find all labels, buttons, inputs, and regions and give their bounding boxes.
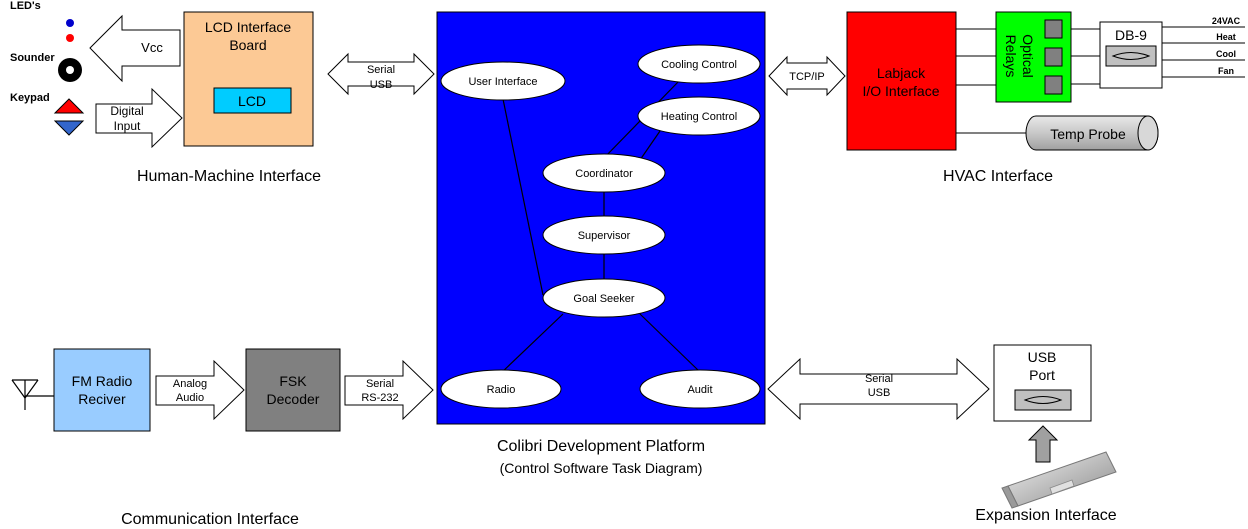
serial-usb-expansion-arrow	[767, 357, 990, 421]
vcc-arrow	[89, 14, 181, 83]
hmi-section-title: Human-Machine Interface	[137, 168, 321, 185]
comm-section-title: Communication Interface	[121, 511, 299, 528]
task-heating-control-label: Heating Control	[661, 111, 737, 123]
task-audit[interactable]: Audit	[639, 369, 761, 409]
hvac-wires	[956, 26, 1245, 134]
lcd-board-line2: Board	[229, 37, 266, 53]
sounder-label: Sounder	[10, 52, 55, 64]
task-cooling-control[interactable]: Cooling Control	[637, 44, 761, 84]
task-heating-control[interactable]: Heating Control	[637, 96, 761, 136]
fsk-line2: Decoder	[267, 391, 320, 407]
labjack-line1: Labjack	[877, 65, 926, 81]
serial-usb-top-line2: USB	[370, 79, 393, 91]
task-goal-seeker[interactable]: Goal Seeker	[542, 278, 666, 318]
relay-2	[1044, 47, 1063, 67]
analog-audio-arrow	[155, 359, 245, 421]
analog-line1: Analog	[173, 378, 207, 390]
lcd-screen	[213, 87, 292, 114]
usb-stick-icon	[1001, 451, 1117, 509]
colibri-platform: User Interface Cooling Control Heating C…	[436, 11, 766, 476]
db9-connector	[1105, 45, 1157, 67]
db9-label: DB-9	[1115, 27, 1147, 43]
leds-label: LED's	[10, 0, 41, 12]
usb-line2: Port	[1029, 367, 1055, 383]
expansion-serial-line1: Serial	[865, 373, 893, 385]
serial-rs232-line2: RS-232	[361, 392, 398, 404]
insert-arrow-icon	[1027, 425, 1059, 463]
fm-radio-box	[53, 348, 151, 432]
expansion-serial-line2: USB	[868, 387, 891, 399]
led-red-icon	[66, 34, 74, 42]
analog-line2: Audio	[176, 392, 204, 404]
labjack-line2: I/O Interface	[862, 83, 939, 99]
lcd-label: LCD	[238, 93, 266, 109]
serial-usb-top-line1: Serial	[367, 64, 395, 76]
wire-label-24vac: 24VAC	[1212, 16, 1241, 26]
task-radio-label: Radio	[487, 384, 516, 396]
relay-1	[1044, 19, 1063, 39]
task-goal-seeker-label: Goal Seeker	[573, 293, 634, 305]
platform-title: Colibri Development Platform	[497, 438, 705, 455]
digital-input-arrow	[95, 87, 183, 149]
digital-input-line2: Input	[114, 119, 141, 133]
fm-line1: FM Radio	[72, 373, 133, 389]
task-supervisor[interactable]: Supervisor	[542, 215, 666, 255]
relay-3	[1044, 75, 1063, 95]
usb-socket	[1014, 389, 1072, 411]
task-user-interface[interactable]: User Interface	[440, 61, 566, 101]
digital-input-line1: Digital	[110, 104, 143, 118]
labjack-box	[846, 11, 957, 151]
keypad-label: Keypad	[10, 92, 50, 104]
expansion-section-title: Expansion Interface	[975, 507, 1117, 524]
task-audit-label: Audit	[687, 384, 712, 396]
hvac-group: Labjack I/O Interface Optical Relays DB-…	[846, 11, 1245, 185]
task-cooling-control-label: Cooling Control	[661, 59, 737, 71]
tcpip-arrow: TCP/IP	[768, 55, 846, 97]
wire-label-cool: Cool	[1216, 49, 1236, 59]
task-radio[interactable]: Radio	[440, 369, 562, 409]
relays-line2: Relays	[1003, 35, 1019, 78]
fsk-decoder-box	[245, 348, 341, 432]
task-coordinator-label: Coordinator	[575, 168, 633, 180]
usb-line1: USB	[1028, 349, 1057, 365]
lcd-board-line1: LCD Interface	[205, 19, 292, 35]
serial-usb-top-arrow: Serial USB	[327, 52, 435, 96]
task-user-interface-label: User Interface	[468, 76, 537, 88]
serial-rs232-arrow	[344, 359, 434, 421]
antenna-icon	[11, 379, 54, 410]
lcd-interface-board	[183, 11, 314, 147]
fsk-line1: FSK	[279, 373, 307, 389]
expansion-group: Serial USB USB Port Expansion Interface	[767, 344, 1117, 524]
vcc-label: Vcc	[141, 40, 163, 55]
wire-label-fan: Fan	[1218, 66, 1234, 76]
temp-probe	[1025, 115, 1159, 151]
serial-rs232-line1: Serial	[366, 378, 394, 390]
keypad-down-icon[interactable]	[53, 120, 85, 136]
hmi-group: LED's Sounder Keypad Vcc Digital Input L…	[10, 0, 321, 185]
hvac-section-title: HVAC Interface	[943, 168, 1053, 185]
task-supervisor-label: Supervisor	[578, 230, 631, 242]
speaker-icon	[58, 58, 82, 82]
task-coordinator[interactable]: Coordinator	[542, 153, 666, 193]
fm-line2: Reciver	[78, 391, 126, 407]
wire-label-heat: Heat	[1216, 32, 1236, 42]
platform-subtitle: (Control Software Task Diagram)	[500, 460, 703, 476]
temp-probe-label: Temp Probe	[1050, 126, 1126, 142]
db9-connector-icon	[1111, 52, 1151, 60]
comm-group: FM Radio Reciver Analog Audio FSK Decode…	[11, 348, 434, 528]
tcpip-label: TCP/IP	[789, 71, 824, 83]
relays-line1: Optical	[1020, 34, 1036, 78]
led-blue-icon	[66, 19, 74, 27]
usb-socket-icon	[1023, 396, 1063, 404]
keypad-up-icon[interactable]	[53, 98, 85, 114]
